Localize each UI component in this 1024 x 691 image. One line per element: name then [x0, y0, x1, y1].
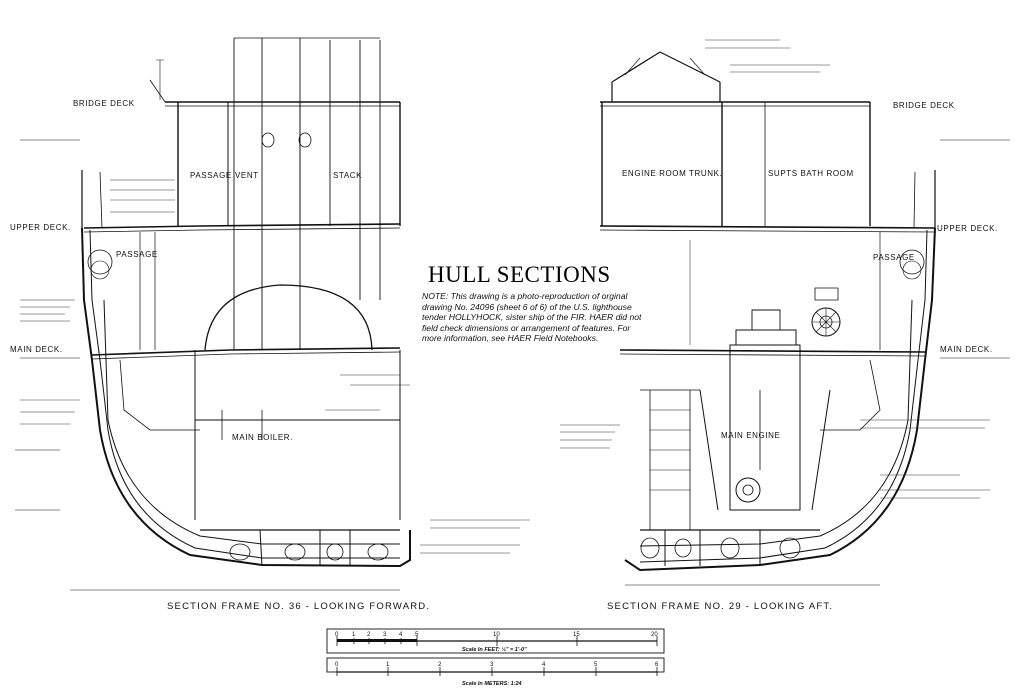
meter-tick-1: 1 — [386, 662, 390, 668]
right-engine-label: MAIN ENGINE — [721, 431, 781, 440]
annotation-marks — [20, 39, 990, 554]
right-section-caption: SECTION FRAME NO. 29 - LOOKING AFT. — [607, 601, 833, 612]
meter-tick-2: 2 — [438, 662, 442, 668]
drawing-title: HULL SECTIONS — [428, 262, 611, 287]
right-trunk-label: ENGINE ROOM TRUNK. — [622, 169, 722, 178]
right-passage-side-label: PASSAGE — [873, 253, 915, 262]
feet-tick-0: 0 — [335, 632, 339, 638]
left-main-deck-label: MAIN DECK. — [10, 345, 63, 354]
right-bath-label: SUPTS BATH ROOM — [768, 169, 854, 178]
meter-tick-6: 6 — [655, 662, 659, 668]
scale-meter-ticks: 0 1 2 3 4 5 6 — [335, 662, 659, 668]
feet-tick-3: 3 — [383, 632, 387, 638]
meter-tick-4: 4 — [542, 662, 546, 668]
scale-meters — [326, 657, 665, 676]
right-main-deck-label: MAIN DECK. — [940, 345, 993, 354]
feet-tick-10: 10 — [493, 632, 500, 638]
feet-tick-20: 20 — [651, 632, 658, 638]
scale-feet — [326, 628, 665, 654]
right-upper-deck-label: UPPER DECK. — [937, 224, 998, 233]
feet-tick-15: 15 — [573, 632, 580, 638]
scale-feet-caption: Scale In FEET: ½" = 1'-0" — [462, 646, 527, 653]
drawing-note: NOTE: This drawing is a photo-reproducti… — [422, 291, 642, 344]
feet-tick-5: 5 — [415, 632, 419, 638]
left-section-caption: SECTION FRAME NO. 36 - LOOKING FORWARD. — [167, 601, 430, 612]
scale-meters-caption: Scale In METERS: 1:24 — [462, 681, 522, 687]
left-hull-section — [15, 37, 411, 591]
meter-tick-5: 5 — [594, 662, 598, 668]
meter-tick-3: 3 — [490, 662, 494, 668]
scale-feet-ticks: 0 1 2 3 4 5 10 15 20 — [335, 632, 658, 638]
left-vent-label: VENT — [235, 171, 259, 180]
feet-tick-4: 4 — [399, 632, 403, 638]
left-bridge-deck-label: BRIDGE DECK — [73, 99, 135, 108]
feet-tick-1: 1 — [352, 632, 356, 638]
meter-tick-0: 0 — [335, 662, 339, 668]
right-bridge-deck-label: BRIDGE DECK — [893, 101, 955, 110]
left-upper-deck-label: UPPER DECK. — [10, 223, 71, 232]
left-boiler-label: MAIN BOILER. — [232, 433, 293, 442]
left-passage-top-label: PASSAGE — [190, 171, 232, 180]
right-hull-section — [599, 51, 1010, 586]
left-passage-side-label: PASSAGE — [116, 250, 158, 259]
feet-tick-2: 2 — [367, 632, 371, 638]
left-stack-label: STACK — [333, 171, 362, 180]
